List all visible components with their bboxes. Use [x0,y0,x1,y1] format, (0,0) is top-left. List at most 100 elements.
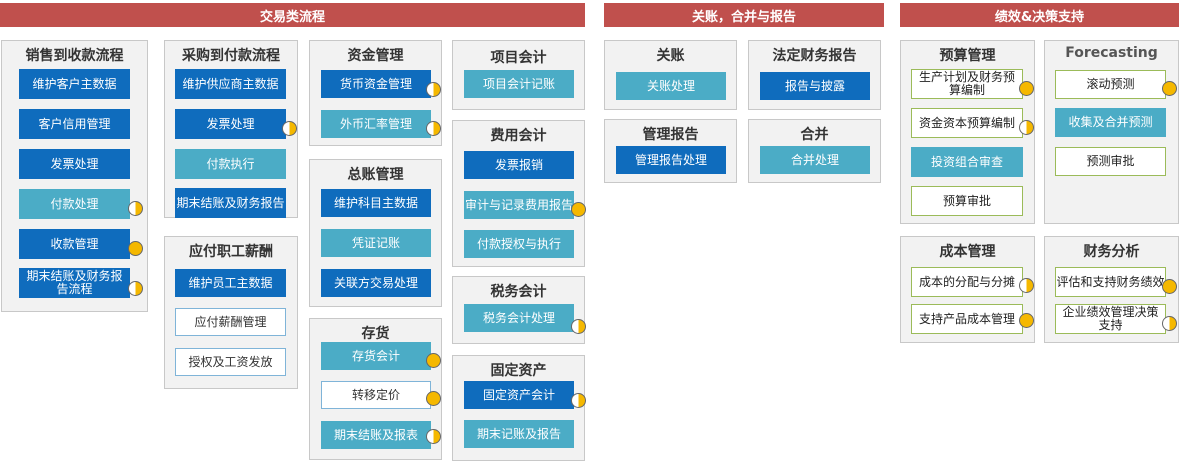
panel-title: 关账 [656,48,685,64]
maturity-indicator-icon [426,121,441,136]
process-box[interactable]: 预测审批 [1055,147,1166,176]
maturity-indicator-icon [1019,81,1034,96]
process-box[interactable]: 期末结账及财务报告流程 [19,268,130,298]
process-box[interactable]: 固定资产会计 [464,381,574,409]
maturity-indicator-icon [1162,81,1177,96]
panel-cost: 成本管理 成本的分配与分摊 支持产品成本管理 [900,236,1035,343]
process-box[interactable]: 合并处理 [760,146,870,174]
process-box[interactable]: 付款处理 [19,189,130,219]
panel-title: 法定财务报告 [772,48,857,64]
panel-treasury: 资金管理 货币资金管理 外币汇率管理 [309,40,442,146]
panel-title: 资金管理 [347,48,404,64]
maturity-indicator-icon [426,353,441,368]
maturity-indicator-icon [426,82,441,97]
process-box[interactable]: 发票报销 [464,151,574,179]
panel-title: 合并 [800,127,829,143]
panel-general-ledger: 总账管理 维护科目主数据 凭证记账 关联方交易处理 [309,159,442,307]
process-box[interactable]: 发票处理 [19,149,130,179]
process-box[interactable]: 管理报告处理 [616,146,726,174]
panel-consolidation: 合并 合并处理 [748,119,881,183]
panel-title: 成本管理 [939,244,996,260]
process-box[interactable]: 生产计划及财务预算编制 [911,69,1023,99]
maturity-indicator-icon [571,393,586,408]
panel-title: 预算管理 [939,48,996,64]
maturity-indicator-icon [426,429,441,444]
process-box[interactable]: 资金资本预算编制 [911,108,1023,138]
panel-title: 财务分析 [1083,244,1140,260]
process-box[interactable]: 授权及工资发放 [175,348,286,376]
panel-budget: 预算管理 生产计划及财务预算编制 资金资本预算编制 投资组合审查 预算审批 [900,40,1035,224]
process-box[interactable]: 支持产品成本管理 [911,304,1023,334]
header-performance: 绩效&决策支持 [900,3,1179,27]
panel-payroll: 应付职工薪酬 维护员工主数据 应付薪酬管理 授权及工资发放 [164,236,298,389]
header-closing: 关账，合并与报告 [604,3,884,27]
process-box[interactable]: 期末结账及财务报告 [175,188,286,218]
maturity-indicator-icon [1162,279,1177,294]
maturity-indicator-icon [571,319,586,334]
process-box[interactable]: 收款管理 [19,229,130,259]
process-box[interactable]: 项目会计记账 [464,70,574,98]
panel-title: 销售到收款流程 [25,48,124,64]
maturity-indicator-icon [1019,313,1034,328]
process-box[interactable]: 收集及合并预测 [1055,108,1166,137]
panel-order-to-cash: 销售到收款流程 维护客户主数据 客户信用管理 发票处理 付款处理 收款管理 期末… [1,40,148,312]
panel-inventory: 存货 存货会计 转移定价 期末结账及报表 [309,318,442,460]
process-box[interactable]: 成本的分配与分摊 [911,267,1023,297]
panel-title: 项目会计 [490,50,547,66]
process-box[interactable]: 凭证记账 [321,229,431,257]
process-box[interactable]: 维护科目主数据 [321,189,431,217]
panel-fixed-assets: 固定资产 固定资产会计 期末记账及报告 [452,355,586,461]
process-box[interactable]: 预算审批 [911,186,1023,216]
process-box[interactable]: 企业绩效管理决策支持 [1055,304,1166,334]
process-box[interactable]: 维护供应商主数据 [175,69,286,99]
process-box[interactable]: 转移定价 [321,381,431,409]
panel-title: 存货 [361,326,390,342]
panel-forecasting: Forecasting 滚动预测 收集及合并预测 预测审批 [1044,40,1179,224]
panel-title: 应付职工薪酬 [189,244,273,260]
header-transactional: 交易类流程 [0,3,585,27]
panel-title: Forecasting [1065,45,1158,61]
panel-title: 固定资产 [490,363,547,379]
process-box[interactable]: 审计与记录费用报告 [464,191,574,219]
process-box[interactable]: 评估和支持财务绩效 [1055,267,1166,297]
process-box[interactable]: 发票处理 [175,109,286,139]
maturity-indicator-icon [128,281,143,296]
process-box[interactable]: 付款授权与执行 [464,230,574,258]
process-box[interactable]: 外币汇率管理 [321,110,431,138]
panel-tax-accounting: 税务会计 税务会计处理 [452,276,586,344]
process-box[interactable]: 投资组合审查 [911,147,1023,177]
process-box[interactable]: 滚动预测 [1055,70,1166,99]
maturity-indicator-icon [282,121,297,136]
panel-title: 费用会计 [490,128,547,144]
maturity-indicator-icon [128,201,143,216]
maturity-indicator-icon [1019,278,1034,293]
process-box[interactable]: 报告与披露 [760,72,870,100]
process-box[interactable]: 关账处理 [616,72,726,100]
process-box[interactable]: 客户信用管理 [19,109,130,139]
process-box[interactable]: 存货会计 [321,342,431,370]
panel-title: 管理报告 [642,127,699,143]
process-box[interactable]: 期末结账及报表 [321,421,431,449]
panel-management-reporting: 管理报告 管理报告处理 [604,119,737,183]
maturity-indicator-icon [1019,120,1034,135]
panel-analysis: 财务分析 评估和支持财务绩效 企业绩效管理决策支持 [1044,236,1179,343]
panel-statutory-reporting: 法定财务报告 报告与披露 [748,40,881,110]
panel-title: 采购到付款流程 [182,48,280,64]
process-box[interactable]: 期末记账及报告 [464,420,574,448]
panel-title: 税务会计 [490,284,547,300]
process-box[interactable]: 货币资金管理 [321,70,431,98]
process-box[interactable]: 关联方交易处理 [321,269,431,297]
process-box[interactable]: 税务会计处理 [464,304,574,332]
panel-project-accounting: 项目会计 项目会计记账 [452,40,585,110]
panel-procure-to-pay: 采购到付款流程 维护供应商主数据 发票处理 付款执行 期末结账及财务报告 [164,40,298,218]
maturity-indicator-icon [426,391,441,406]
maturity-indicator-icon [1162,316,1177,331]
process-box[interactable]: 应付薪酬管理 [175,308,286,336]
maturity-indicator-icon [571,202,586,217]
panel-closing: 关账 关账处理 [604,40,737,110]
panel-title: 总账管理 [347,167,404,183]
maturity-indicator-icon [128,241,143,256]
process-box[interactable]: 维护员工主数据 [175,269,286,297]
process-box[interactable]: 付款执行 [175,149,286,179]
process-box[interactable]: 维护客户主数据 [19,69,130,99]
